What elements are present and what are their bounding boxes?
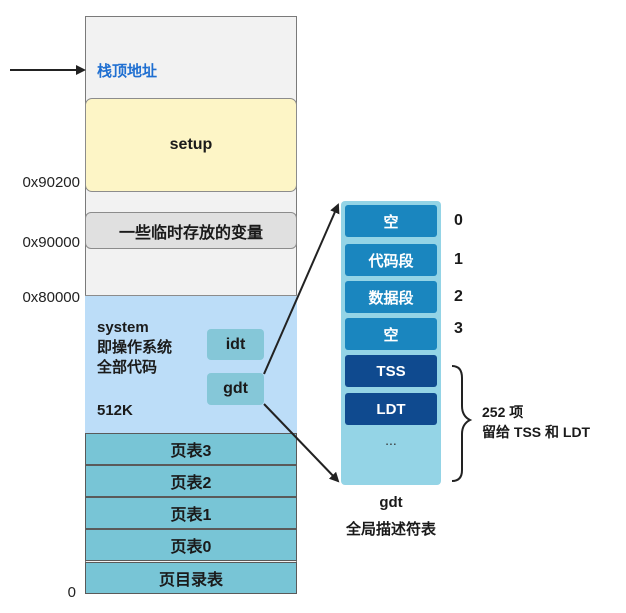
reserved-note-desc: 留给 TSS 和 LDT	[482, 424, 591, 440]
page-table-row: 页表2	[85, 465, 297, 497]
gdt-entry-ldt: LDT	[345, 393, 437, 425]
gdt-ellipsis: ...	[385, 432, 397, 448]
gdt-chip: gdt	[207, 373, 264, 405]
address-0: 0	[67, 584, 76, 601]
page-table-row: 页表3	[85, 433, 297, 465]
gdt-entry-tss: TSS	[345, 355, 437, 387]
temp-variables-label: 一些临时存放的变量	[118, 224, 263, 242]
gdt-index-2: 2	[454, 288, 463, 305]
setup-block	[85, 98, 297, 192]
system-desc-line2: 全部代码	[97, 359, 158, 376]
system-size: 512K	[97, 402, 133, 419]
reserved-entries-brace	[451, 365, 473, 482]
address-0x90000: 0x90000	[22, 234, 80, 251]
gdt-entry-null: 空	[345, 205, 437, 237]
gdt-entry-empty: 空	[345, 318, 437, 350]
stack-top-label: 栈顶地址	[97, 63, 158, 80]
system-desc-line1: 即操作系统	[97, 339, 173, 356]
gdt-entry-data-segment: 数据段	[345, 281, 437, 313]
page-table-row: 页表1	[85, 497, 297, 529]
gdt-bottom-arrow	[263, 403, 340, 483]
reserved-note-count: 252 项	[482, 404, 524, 420]
gdt-caption-desc: 全局描述符表	[345, 521, 436, 538]
gdt-top-arrow	[263, 203, 340, 375]
gdt-index-0: 0	[454, 212, 463, 229]
page-directory-row: 页目录表	[85, 562, 297, 594]
address-0x80000: 0x80000	[22, 289, 80, 306]
setup-label: setup	[169, 136, 213, 153]
gdt-entry-code-segment: 代码段	[345, 244, 437, 276]
page-table-row: 页表0	[85, 529, 297, 561]
gdt-index-3: 3	[454, 320, 463, 337]
temp-variables-block	[85, 212, 297, 249]
gdt-index-1: 1	[454, 251, 463, 268]
gdt-caption-name: gdt	[379, 494, 403, 511]
system-name: system	[97, 319, 149, 336]
system-block	[85, 295, 297, 433]
address-0x90200: 0x90200	[22, 174, 80, 191]
idt-chip: idt	[207, 329, 264, 360]
